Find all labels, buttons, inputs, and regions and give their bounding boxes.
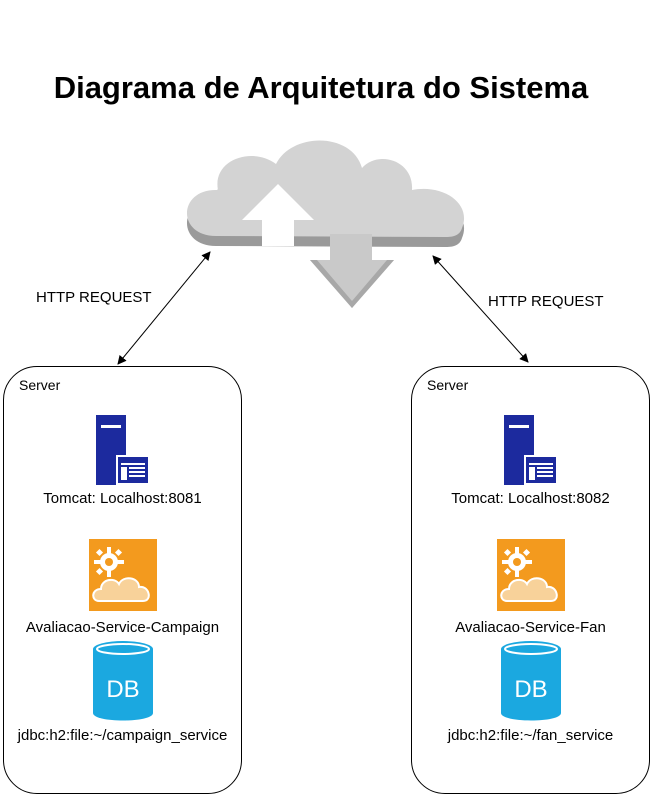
service-label: Avaliacao-Service-Campaign	[25, 619, 220, 636]
database-icon: DB	[500, 641, 561, 721]
server-box-campaign: Server Tomcat: Localhost:8081	[3, 366, 242, 794]
service-node: Avaliacao-Service-Campaign	[4, 539, 241, 636]
db-icon-text: DB	[514, 676, 547, 703]
download-arrow-icon	[310, 234, 394, 308]
server-icon	[503, 415, 558, 485]
tomcat-node: Tomcat: Localhost:8082	[412, 415, 649, 507]
server-icon	[95, 415, 150, 485]
server-label: Server	[427, 377, 469, 393]
tomcat-label: Tomcat: Localhost:8081	[43, 490, 202, 507]
http-request-label-left: HTTP REQUEST	[36, 289, 152, 306]
http-connector-left	[117, 251, 211, 365]
service-gear-cloud-icon	[496, 539, 565, 611]
db-icon-text: DB	[106, 676, 139, 703]
service-gear-cloud-icon	[88, 539, 157, 611]
http-request-label-right: HTTP REQUEST	[488, 293, 604, 310]
service-node: Avaliacao-Service-Fan	[412, 539, 649, 636]
database-node: DB jdbc:h2:file:~/fan_service	[412, 641, 649, 744]
server-box-fan: Server Tomcat: Localhost:8082	[411, 366, 650, 794]
db-label: jdbc:h2:file:~/fan_service	[447, 727, 614, 744]
database-node: DB jdbc:h2:file:~/campaign_service	[4, 641, 241, 744]
database-icon: DB	[92, 641, 153, 721]
tomcat-label: Tomcat: Localhost:8082	[451, 490, 610, 507]
tomcat-node: Tomcat: Localhost:8081	[4, 415, 241, 507]
cloud-upload-download-icon	[182, 138, 466, 317]
server-label: Server	[19, 377, 61, 393]
diagram-title: Diagrama de Arquitetura do Sistema	[53, 70, 589, 105]
db-label: jdbc:h2:file:~/campaign_service	[17, 727, 228, 744]
upload-arrow-icon	[242, 184, 314, 246]
http-connector-right	[432, 255, 529, 363]
service-label: Avaliacao-Service-Fan	[455, 619, 606, 636]
